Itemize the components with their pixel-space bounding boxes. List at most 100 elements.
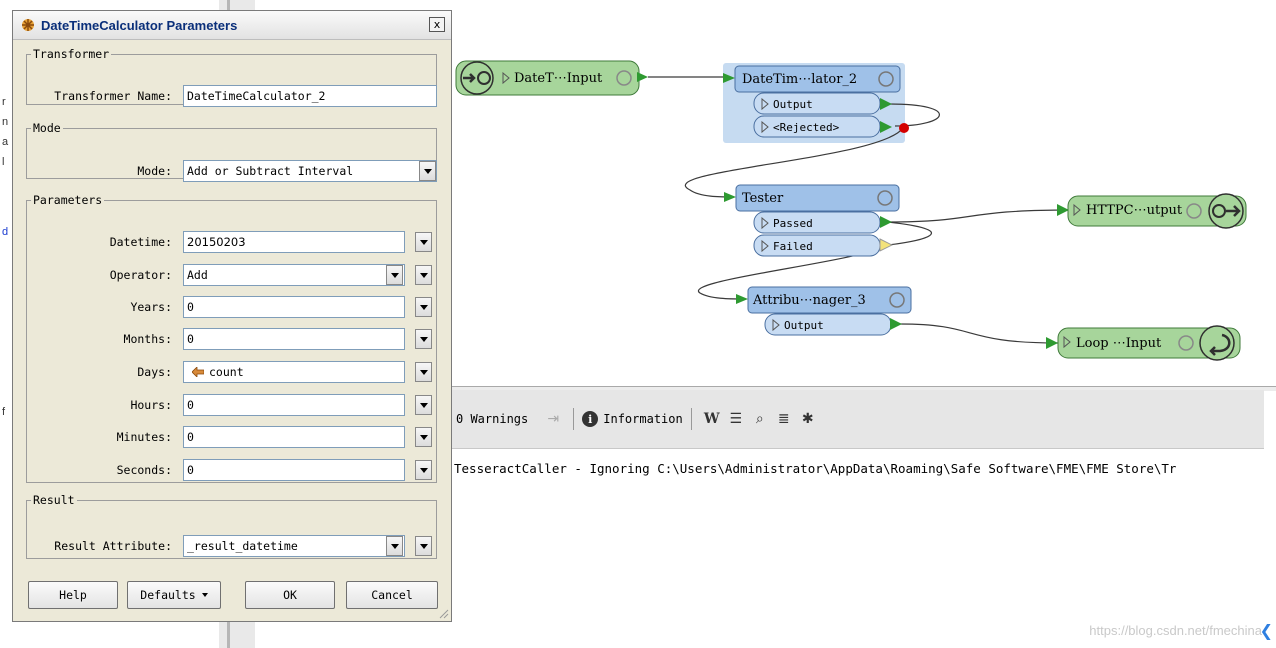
mode-select[interactable]: Add or Subtract Interval: [183, 160, 437, 182]
field-label: Hours:: [130, 398, 172, 412]
http-output-node[interactable]: HTTPC⋯utput: [1057, 193, 1247, 229]
field-label: Minutes:: [116, 430, 172, 444]
chevron-down-icon: [201, 593, 208, 597]
group-legend: Transformer: [33, 47, 110, 61]
log-toolbar: 0 Warnings ⇥ i Information W ☰ ⌕ ≣ ✱: [452, 390, 1264, 449]
clipped-glyph: a: [2, 136, 9, 148]
clipped-glyph: f: [2, 406, 6, 418]
watermark: https://blog.csdn.net/fmechina: [1089, 623, 1262, 638]
calculator-node[interactable]: DateTim⋯lator_2 Output <Rejected>: [723, 65, 909, 138]
result-attribute-input[interactable]: _result_datetime: [183, 535, 405, 557]
gear-icon: [1186, 203, 1202, 219]
attribute-icon: [192, 367, 204, 377]
operator-row: Operator: Add: [27, 264, 436, 288]
loop-input-node[interactable]: Loop ⋯Input: [1046, 325, 1241, 361]
days-input[interactable]: count: [183, 361, 405, 383]
chevron-down-icon[interactable]: [415, 536, 432, 556]
cancel-button[interactable]: Cancel: [346, 581, 438, 609]
months-input[interactable]: 0: [183, 328, 405, 350]
result-group: Result Result Attribute: _result_datetim…: [26, 493, 437, 559]
information-label: Information: [603, 412, 683, 426]
chevron-down-icon[interactable]: [415, 265, 432, 285]
warnings-filter[interactable]: 0 Warnings: [456, 412, 529, 426]
field-label: Transformer Name:: [54, 89, 172, 103]
chevron-left-icon[interactable]: ❮: [1259, 621, 1273, 640]
chevron-down-icon[interactable]: [415, 362, 432, 382]
transformer-name-input[interactable]: DateTimeCalculator_2: [183, 85, 437, 107]
mode-row: Mode: Add or Subtract Interval: [27, 160, 437, 184]
chevron-down-icon[interactable]: [415, 329, 432, 349]
field-label: Years:: [130, 300, 172, 314]
filter-icon[interactable]: ≣: [777, 411, 790, 427]
minutes-row: Minutes: 0: [27, 426, 436, 450]
operator-select[interactable]: Add: [183, 264, 405, 286]
ok-button[interactable]: OK: [245, 581, 335, 609]
clipped-glyph: r: [2, 96, 6, 108]
field-label: Seconds:: [116, 463, 172, 477]
chevron-down-icon[interactable]: [419, 161, 436, 181]
port-label: Passed: [773, 217, 813, 230]
transformer-name-row: Transformer Name: DateTimeCalculator_2: [27, 85, 437, 109]
gear-icon: [1178, 335, 1194, 351]
connection-line: [889, 103, 940, 127]
find-icon[interactable]: ⌕: [755, 411, 764, 427]
chevron-down-icon[interactable]: [415, 395, 432, 415]
help-button[interactable]: Help: [28, 581, 118, 609]
http-output-label: HTTPC⋯utput: [1086, 203, 1183, 218]
dialog-titlebar[interactable]: DateTimeCalculator Parameters x: [13, 11, 451, 40]
group-legend: Result: [33, 493, 75, 507]
gear-icon[interactable]: ✱: [801, 411, 814, 427]
chevron-down-icon[interactable]: [415, 232, 432, 252]
seconds-input[interactable]: 0: [183, 459, 405, 481]
toolbar-separator: [573, 408, 575, 430]
connection-line: [887, 221, 932, 246]
attribute-manager-node[interactable]: Attribu⋯nager_3 Output: [736, 286, 912, 336]
transformer-group: Transformer Transformer Name: DateTimeCa…: [26, 47, 437, 107]
chevron-down-icon[interactable]: [415, 460, 432, 480]
years-input[interactable]: 0: [183, 296, 405, 318]
connections: [647, 76, 1071, 344]
chevron-down-icon[interactable]: [386, 536, 403, 556]
info-icon: i: [582, 411, 599, 427]
gear-icon: [889, 292, 905, 308]
close-button[interactable]: x: [429, 17, 445, 32]
field-label: Result Attribute:: [54, 539, 172, 553]
connection-line: [899, 323, 1059, 344]
tester-node[interactable]: Tester Passed Failed: [724, 184, 900, 257]
connection-line: [887, 209, 1071, 223]
loop-input-label: Loop ⋯Input: [1076, 336, 1162, 351]
information-filter[interactable]: i Information: [582, 411, 683, 427]
clipped-glyph: n: [2, 116, 9, 128]
creator-node-label: DateT⋯Input: [514, 71, 603, 86]
result-attribute-row: Result Attribute: _result_datetime: [27, 535, 436, 559]
chevron-down-icon[interactable]: [386, 265, 403, 285]
chevron-down-icon[interactable]: [415, 297, 432, 317]
field-label: Mode:: [137, 164, 172, 178]
defaults-button[interactable]: Defaults: [127, 581, 221, 609]
numbered-list-icon[interactable]: ☰: [729, 411, 743, 427]
gear-icon: [878, 71, 894, 87]
datetime-row: Datetime: 20150203: [27, 231, 436, 255]
port-label: Output: [784, 319, 824, 332]
word-wrap-icon[interactable]: W: [703, 411, 720, 427]
field-label: Operator:: [109, 268, 172, 282]
fme-icon: [22, 19, 34, 31]
log-output[interactable]: TesseractCaller - Ignoring C:\Users\Admi…: [452, 449, 1264, 648]
resize-grip-icon[interactable]: [437, 607, 449, 619]
days-value: count: [209, 365, 244, 379]
attribute-manager-label: Attribu⋯nager_3: [752, 293, 866, 308]
port-label: <Rejected>: [773, 121, 840, 134]
calculator-node-label: DateTim⋯lator_2: [742, 72, 857, 87]
clipped-glyph: l: [2, 156, 5, 168]
creator-node[interactable]: DateT⋯Input: [455, 60, 648, 96]
toolbar-separator: [690, 408, 692, 430]
log-panel-divider[interactable]: [452, 386, 1276, 391]
port-label: Failed: [773, 240, 813, 253]
chevron-down-icon[interactable]: [415, 427, 432, 447]
hours-input[interactable]: 0: [183, 394, 405, 416]
arrow-right-icon[interactable]: ⇥: [547, 411, 560, 427]
group-legend: Mode: [33, 121, 61, 135]
clipped-glyph: d: [2, 226, 9, 238]
minutes-input[interactable]: 0: [183, 426, 405, 448]
datetime-input[interactable]: 20150203: [183, 231, 405, 253]
